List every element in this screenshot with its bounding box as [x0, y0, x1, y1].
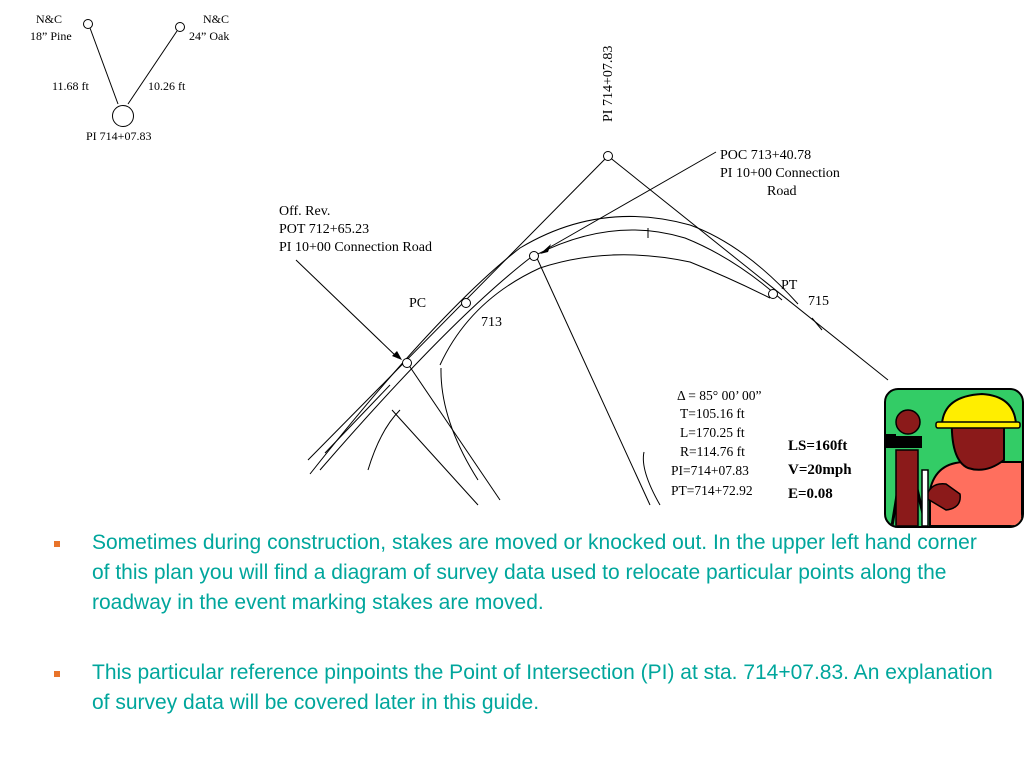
- reference-tie-diagram: [83, 19, 185, 127]
- connection-road-edge-1: [324, 384, 391, 454]
- tree-pine-marker: [83, 19, 93, 29]
- poc-label-3: Road: [767, 184, 797, 199]
- leader-offrev: [295, 259, 399, 359]
- offrev-label-2: POT 712+65.23: [279, 222, 369, 237]
- right-road-edge: [642, 451, 661, 506]
- pi-reference-label: PI 714+07.83: [86, 129, 151, 143]
- design-speed: V=20mph: [788, 462, 852, 478]
- curve-delta: Δ = 85° 00’ 00”: [677, 388, 761, 403]
- station-713-label: 713: [481, 315, 502, 330]
- tangent-back: [307, 155, 609, 461]
- roadway-edge-outer: [309, 215, 799, 475]
- bullet-item-stakes: Sometimes during construction, stakes ar…: [54, 528, 994, 618]
- offrev-label-3: PI 10+00 Connection Road: [279, 240, 432, 255]
- tie-line-pine: [89, 27, 119, 105]
- pc-marker: [461, 298, 471, 308]
- tick-715: [811, 317, 823, 331]
- tree-oak-marker: [175, 22, 185, 32]
- road-plan: [295, 151, 889, 506]
- inner-curb: [440, 367, 479, 481]
- connection-road-edge-5: [535, 255, 651, 506]
- offrev-label-1: Off. Rev.: [279, 204, 330, 219]
- arrowhead-offrev: [392, 351, 402, 360]
- poc-label-2: PI 10+00 Connection: [720, 166, 840, 181]
- curve-radius: R=114.76 ft: [680, 444, 745, 459]
- tree-pine-label-2: 18” Pine: [30, 29, 72, 43]
- survey-plan-diagram: N&C 18” Pine N&C 24” Oak 11.68 ft 10.26 …: [30, 12, 889, 506]
- curve-length: L=170.25 ft: [680, 425, 745, 440]
- connection-road-edge-2: [367, 409, 401, 471]
- tree-oak-label-2: 24” Oak: [189, 29, 229, 43]
- bullet-text: This particular reference pinpoints the …: [92, 661, 993, 714]
- curve-pt: PT=714+72.92: [671, 483, 753, 498]
- connection-road-edge-4: [391, 409, 479, 506]
- design-superelevation: E=0.08: [788, 486, 833, 502]
- pt-marker: [768, 289, 778, 299]
- pi-marker: [603, 151, 613, 161]
- pi-reference-marker: [112, 105, 134, 127]
- distance-oak-label: 10.26 ft: [148, 79, 186, 93]
- tangent-ahead: [607, 155, 889, 381]
- bullet-text: Sometimes during construction, stakes ar…: [92, 531, 977, 614]
- connection-road-edge-3: [407, 363, 501, 501]
- distance-pine-label: 11.68 ft: [52, 79, 90, 93]
- bullet-marker: [54, 541, 60, 547]
- pi-top-label: PI 714+07.83: [601, 46, 616, 122]
- bullet-item-pi-reference: This particular reference pinpoints the …: [54, 658, 994, 718]
- bullet-marker: [54, 671, 60, 677]
- pc-label: PC: [409, 296, 426, 311]
- tree-pine-label-1: N&C: [36, 12, 62, 26]
- station-715-label: 715: [808, 294, 829, 309]
- explanation-bullet-list: Sometimes during construction, stakes ar…: [54, 528, 994, 718]
- tie-line-oak: [127, 30, 178, 105]
- surveyor-icon: [884, 388, 1024, 528]
- roadway-edge-inner: [439, 254, 771, 366]
- poc-label-1: POC 713+40.78: [720, 148, 811, 163]
- poc-marker: [529, 251, 539, 261]
- pot-marker: [402, 358, 412, 368]
- curve-tangent: T=105.16 ft: [680, 406, 745, 421]
- design-ls: LS=160ft: [788, 438, 847, 454]
- roadway-centerline: [319, 229, 783, 471]
- tree-oak-label-1: N&C: [203, 12, 229, 26]
- pt-label: PT: [781, 278, 798, 293]
- leader-poc: [544, 151, 717, 251]
- arrowhead-poc: [540, 244, 551, 254]
- curve-pi: PI=714+07.83: [671, 463, 749, 478]
